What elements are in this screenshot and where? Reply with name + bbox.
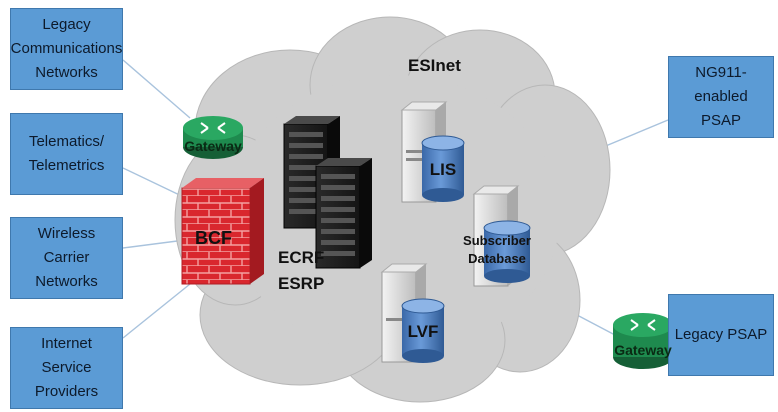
wireless-carrier-networks-box: Wireless Carrier Networks xyxy=(10,217,123,299)
box-label: Telematics/ Telemetrics xyxy=(28,133,105,174)
bcf-label: BCF xyxy=(195,228,232,248)
subscriber-database-icon xyxy=(483,220,531,283)
box-label: Internet Service Providers xyxy=(34,335,99,400)
lvf-label: LVF xyxy=(407,322,439,341)
line-isp-bcf xyxy=(122,279,196,339)
legacy-communications-networks-box: Legacy Communications Networks xyxy=(10,8,123,90)
legacy-psap-box: Legacy PSAP xyxy=(668,294,774,376)
gateway-router-icon xyxy=(613,313,673,369)
internet-service-providers-box: Internet Service Providers xyxy=(10,327,123,409)
box-label: Wireless Carrier Networks xyxy=(35,225,98,290)
subscriber-database-label: Subscriber Database xyxy=(463,233,531,266)
box-label: Legacy Communications Networks xyxy=(10,16,123,81)
ng911-psap-box: NG911-enabled PSAP xyxy=(668,56,774,138)
line-legacy-gateway xyxy=(122,59,191,119)
esrp-label: ESRP xyxy=(278,274,325,293)
esinet-label: ESInet xyxy=(408,56,461,75)
server-rack-icon xyxy=(283,116,372,269)
gateway-label: Gateway xyxy=(614,342,672,358)
telematics-telemetrics-box: Telematics/ Telemetrics xyxy=(10,113,123,195)
box-label: Legacy PSAP xyxy=(674,326,768,343)
line-wireless-bcf xyxy=(122,239,186,249)
firewall-icon xyxy=(181,178,264,285)
lis-label: LIS xyxy=(429,160,457,179)
gateway-label: Gateway xyxy=(184,138,242,154)
ecrf-label: ECRF xyxy=(278,248,325,267)
gateway-router-icon xyxy=(183,116,243,159)
lis-database-icon xyxy=(421,135,465,202)
lvf-database-icon xyxy=(401,298,445,363)
box-label: NG911-enabled PSAP xyxy=(694,64,748,129)
